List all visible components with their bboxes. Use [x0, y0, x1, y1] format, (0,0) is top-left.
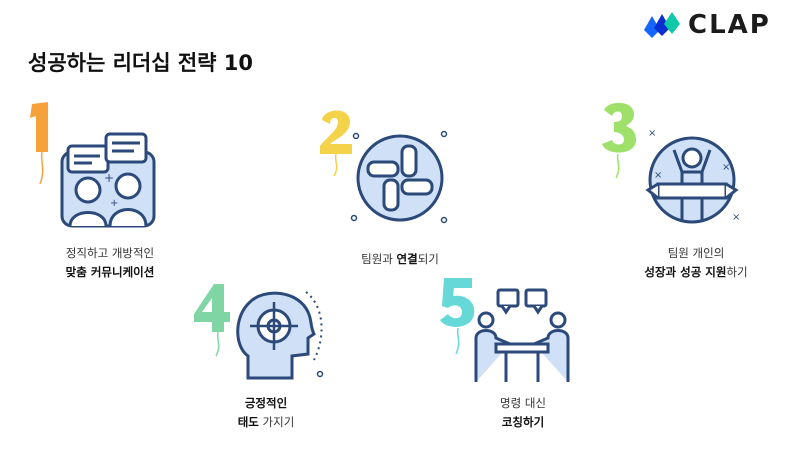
strategy-3-line2-rest: 하기 — [726, 265, 748, 279]
balloon-number-4-icon — [194, 284, 230, 357]
balloon-number-2-icon — [320, 110, 352, 177]
strategy-1-caption: 정직하고 개방적인 맞춤 커뮤니케이션 — [10, 244, 210, 282]
strategy-5-line1: 명령 대신 — [500, 396, 546, 410]
strategy-4-line2-rest: 가지기 — [258, 415, 295, 429]
svg-text:×: × — [722, 162, 730, 173]
balloon-number-5-icon — [440, 278, 475, 355]
strategy-2-bold: 연결 — [396, 252, 418, 266]
strategy-3-line2-bold: 성장과 성공 지원 — [644, 265, 727, 279]
strategy-2-post: 되기 — [417, 252, 439, 266]
strategy-2-caption: 팀원과 연결되기 — [300, 250, 500, 269]
strategy-1-line2-bold: 맞춤 커뮤니케이션 — [65, 265, 155, 279]
page-title: 성공하는 리더십 전략 10 — [28, 51, 254, 75]
strategy-3-line2: 성장과 성공 지원하기 — [596, 263, 796, 282]
strategy-4-line2: 태도 가지기 — [166, 413, 366, 432]
balloon-number-1-icon — [30, 102, 48, 185]
brand-name: CLAP — [688, 10, 771, 40]
svg-text:+: + — [110, 198, 118, 209]
strategy-1-line2: 맞춤 커뮤니케이션 — [10, 263, 210, 282]
strategy-2-line1: 팀원과 연결되기 — [300, 250, 500, 269]
strategy-4-line1-bold: 긍정적인 — [244, 396, 288, 410]
connected-hands-icon — [350, 130, 448, 224]
strategy-5-caption: 명령 대신 코칭하기 — [423, 394, 623, 432]
balloon-number-3-icon — [602, 102, 636, 179]
svg-text:×: × — [732, 212, 740, 223]
success-celebration-icon: × × × × — [645, 128, 740, 224]
strategy-4-line1: 긍정적인 — [166, 394, 366, 413]
clap-logo-icon — [644, 12, 680, 38]
svg-text:×: × — [654, 170, 662, 181]
svg-text:×: × — [648, 128, 656, 139]
positive-mindset-icon — [236, 291, 324, 380]
communication-icon: + + — [60, 132, 156, 228]
strategy-3-caption: 팀원 개인의 성장과 성공 지원하기 — [596, 244, 796, 282]
coaching-icon — [474, 288, 570, 382]
strategy-2-pre: 팀원과 — [361, 252, 397, 266]
strategy-5-line2: 코칭하기 — [423, 413, 623, 432]
svg-text:+: + — [104, 171, 114, 185]
strategy-1-line1: 정직하고 개방적인 — [65, 246, 155, 260]
strategy-4-line2-bold: 태도 — [237, 415, 259, 429]
strategy-5-line2-bold: 코칭하기 — [501, 415, 545, 429]
brand-logo: CLAP — [642, 10, 771, 40]
strategy-4-caption: 긍정적인 태도 가지기 — [166, 394, 366, 432]
strategy-3-line1: 팀원 개인의 — [667, 246, 725, 260]
